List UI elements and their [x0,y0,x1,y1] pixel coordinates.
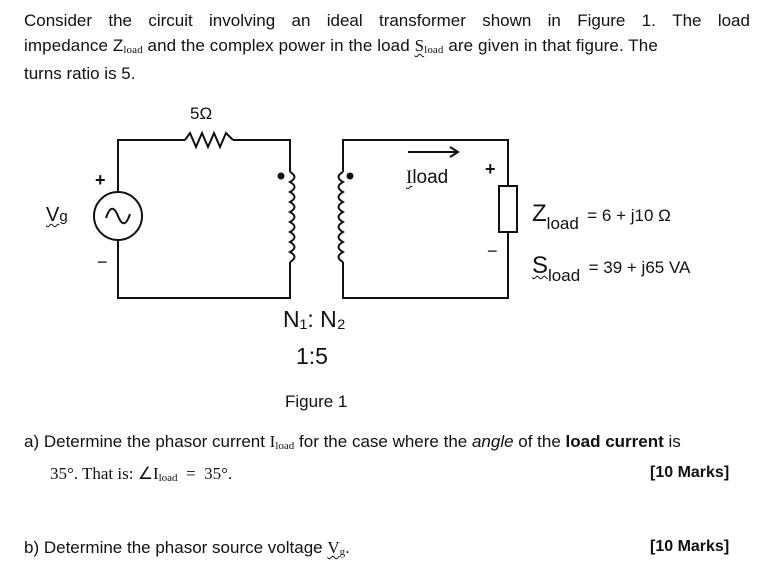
voltage-source [93,191,143,241]
current-arrow [408,146,460,158]
intro-word: shown [482,11,532,30]
intro-word: load [717,11,750,30]
source-label: Vg [46,204,68,226]
load-minus: − [487,241,498,261]
secondary-dot [346,172,354,180]
current-label: Iload [406,167,449,188]
primary-wire [117,139,291,299]
intro-word: The [672,11,702,30]
question-b-marks: [10 Marks] [650,538,730,555]
intro-word: an [291,11,311,30]
intro-word: in [547,11,561,30]
intro-word: Figure [577,11,626,30]
intro-line-3: turns ratio is 5. [24,64,136,83]
secondary-wire [342,139,509,299]
source-sine [105,207,131,225]
resistor [184,130,234,150]
z-load-label: Zload = 6 + j10 Ω [532,200,671,233]
intro-word: involving [209,11,276,30]
source-minus: − [97,252,108,272]
resistor-label: 5Ω [190,104,213,123]
primary-coil [287,171,296,263]
intro-line-2: impedance Zload and the complex power in… [24,36,658,56]
intro-word: Consider [24,11,93,30]
intro-word: ideal [326,11,363,30]
source-plus: + [95,170,106,190]
intro-word: transformer [378,11,466,30]
secondary-coil [337,171,346,263]
load-plus: + [485,159,496,179]
intro-word: the [108,11,132,30]
load-impedance [498,185,518,233]
s-load-label: Sload = 39 + j65 VA [532,252,691,285]
question-b: b) Determine the phasor source voltage V… [24,538,350,558]
primary-dot [277,172,285,180]
figure-caption: Figure 1 [285,392,348,411]
intro-word: 1. [641,11,656,30]
question-a-line2: 35°. That is: ∠Iload = 35°. [50,464,233,484]
turns-ratio: 1:5 [296,343,328,369]
question-a-marks: [10 Marks] [650,464,730,481]
turns-label: N₁: N₂ [283,306,346,332]
intro-word: circuit [148,11,193,30]
question-a: a) Determine the phasor current Iload fo… [24,432,681,452]
